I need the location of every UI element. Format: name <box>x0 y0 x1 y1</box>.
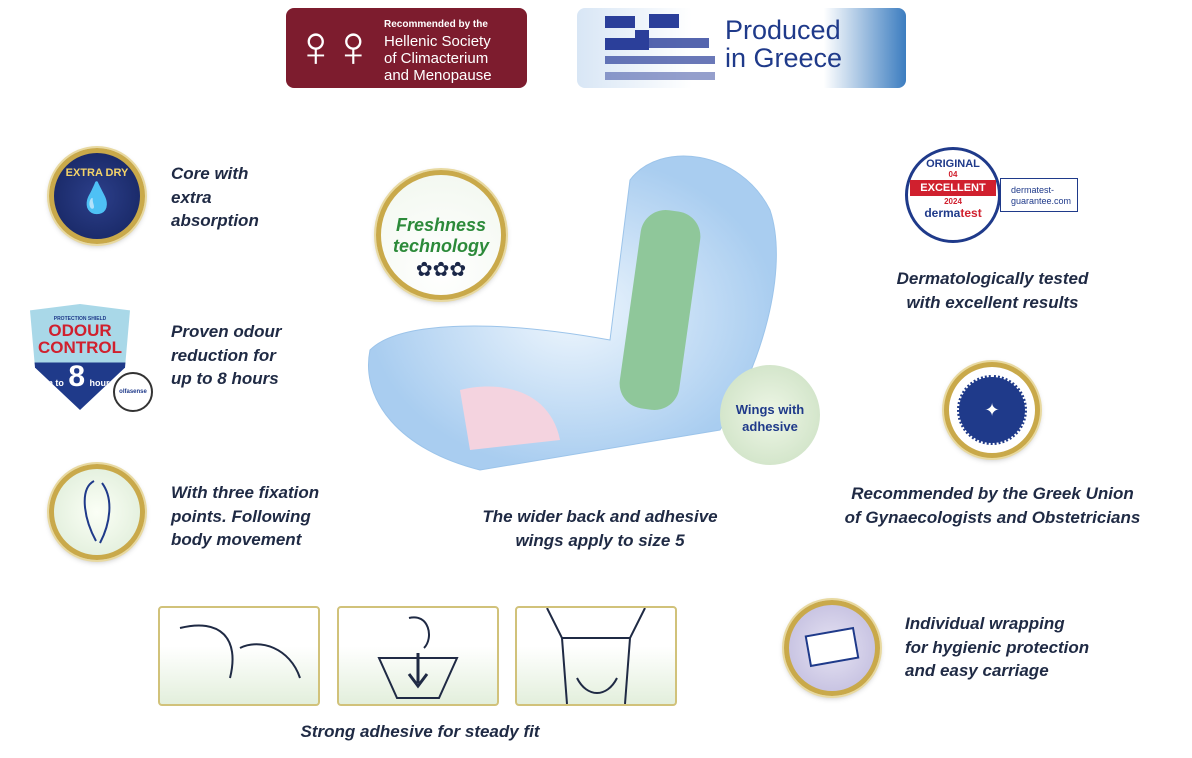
dermatest-seal: ORIGINAL 04 EXCELLENT 2024 dermatest <box>905 147 1001 243</box>
extra-dry-label: EXTRA DRY <box>65 167 129 179</box>
feature-text: absorption <box>171 211 259 230</box>
feature-text: up to 8 hours <box>171 369 279 388</box>
hellenic-society-badge: ♀♀ Recommended by the Hellenic Society o… <box>286 8 527 88</box>
feature-text: of Gynaecologists and Obstetricians <box>844 507 1141 527</box>
apply-pad-illustration <box>158 606 320 706</box>
flower-icon: ✿✿✿ <box>415 259 467 281</box>
feature-text: and easy carriage <box>905 661 1049 680</box>
center-caption: wings apply to size 5 <box>515 530 685 550</box>
feature-text: Individual wrapping <box>905 614 1065 633</box>
female-symbols-icon: ♀♀ <box>294 14 375 79</box>
shield-control: CONTROL <box>37 338 123 357</box>
shield-number: 8 <box>68 360 86 393</box>
freshness-label: Freshness <box>395 215 487 235</box>
place-in-underwear-illustration <box>337 606 499 706</box>
badge-line: and Menopause <box>384 67 492 84</box>
feature-text: Dermatologically tested <box>896 269 1089 288</box>
dermatest-original: ORIGINAL <box>926 158 980 170</box>
individual-wrapping-icon <box>784 600 880 696</box>
center-caption: The wider back and adhesive <box>482 507 718 526</box>
wear-illustration <box>515 606 677 706</box>
badge-subtitle: Recommended by the <box>384 19 488 30</box>
dermatest-url-box: dermatest- guarantee.com <box>1000 178 1078 212</box>
produced-label: Produced <box>725 15 841 45</box>
dermatest-year: 2024 <box>944 197 962 206</box>
greek-flag-icon <box>605 14 715 80</box>
dermatest-url: guarantee.com <box>1011 196 1072 206</box>
feature-text: reduction for <box>171 345 276 365</box>
droplet-icon: 💧 <box>78 182 116 215</box>
feature-text: With three fixation <box>171 483 320 502</box>
feature-text: for hygienic protection <box>905 637 1090 657</box>
feature-text: Proven odour <box>171 322 282 341</box>
feature-text: extra <box>171 187 212 207</box>
wings-adhesive-badge: Wings with adhesive <box>720 365 820 465</box>
dermatest-url: dermatest- <box>1011 185 1055 195</box>
shield-hours: hours* <box>89 378 119 388</box>
produced-in-greece-badge: Produced in Greece <box>577 8 906 88</box>
olfasense-seal-icon: olfasense <box>113 372 153 412</box>
dermatest-brand-b: test <box>960 206 982 220</box>
feature-text: Core with <box>171 164 249 183</box>
feature-text: with excellent results <box>906 292 1079 312</box>
adhesive-label: adhesive <box>742 419 798 434</box>
product-pad-image <box>360 150 830 480</box>
dermatest-brand-a: derma <box>924 206 961 220</box>
extra-dry-icon: EXTRA DRY 💧 <box>49 148 145 244</box>
in-greece-label: in Greece <box>725 43 843 73</box>
feature-text: points. Following <box>171 506 311 526</box>
freshness-technology-badge: Freshness technology ✿✿✿ <box>376 170 506 300</box>
dermatest-excellent: EXCELLENT <box>910 180 996 196</box>
technology-label: technology <box>392 236 489 256</box>
greek-union-seal-icon: ✦ <box>944 362 1040 458</box>
shield-odour: ODOUR <box>48 321 112 340</box>
badge-line: Hellenic Society <box>384 33 491 50</box>
feature-text: body movement <box>171 530 302 549</box>
fixation-points-icon <box>49 464 145 560</box>
shield-small-text: PROTECTION SHIELD <box>53 316 107 322</box>
wings-label: Wings with <box>735 402 805 417</box>
shield-upto: up to <box>41 378 64 388</box>
badge-line: of Climacterium <box>384 50 489 67</box>
dermatest-num: 04 <box>948 170 958 179</box>
bottom-caption: Strong adhesive for steady fit <box>300 722 540 741</box>
feature-text: Recommended by the Greek Union <box>851 484 1134 503</box>
